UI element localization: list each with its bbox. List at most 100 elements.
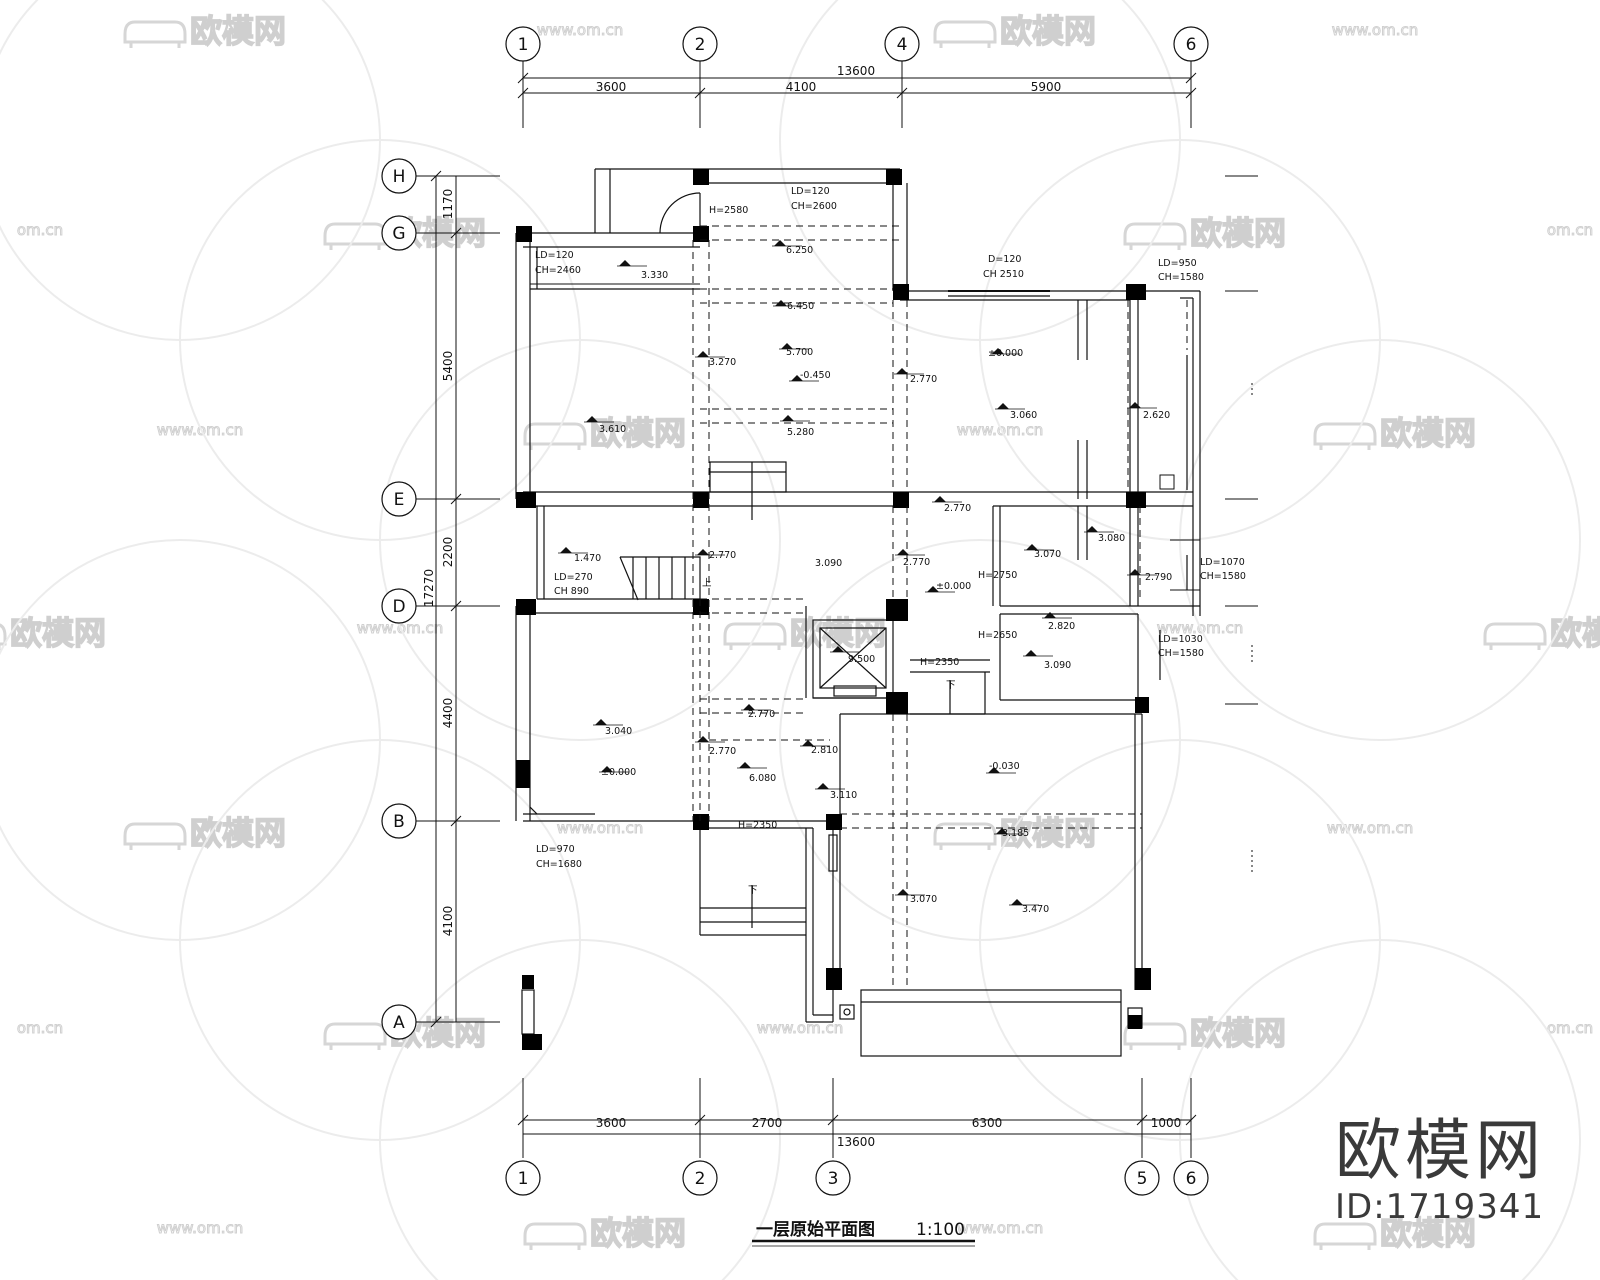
annotation-label: 3.080 bbox=[1098, 533, 1125, 544]
axis-bubble-bottom-6 bbox=[1173, 1160, 1209, 1196]
window-marks bbox=[530, 283, 1200, 591]
dim-top-seg-2: 4100 bbox=[786, 80, 817, 94]
watermark-brand: 欧模网 bbox=[123, 813, 287, 853]
drawing-title-block: 一层原始平面图 1:100 bbox=[752, 1219, 975, 1247]
elevation-triangle bbox=[817, 783, 829, 789]
annotation-label: LD=1030 bbox=[1158, 634, 1203, 645]
axis-label-left-B: B bbox=[393, 812, 405, 832]
annotation-label: CH=2460 bbox=[535, 265, 581, 276]
annotation-label: CH=1580 bbox=[1200, 571, 1246, 582]
annotation-label: CH 2510 bbox=[983, 269, 1024, 280]
annotation-label: -0.450 bbox=[800, 370, 831, 381]
dim-left-seg-3: 2200 bbox=[441, 537, 455, 568]
annotation-label: 3.610 bbox=[599, 424, 626, 435]
annotation-label: 下 bbox=[946, 680, 956, 691]
elevation-triangle bbox=[997, 403, 1009, 409]
annotation-label: 2.770 bbox=[944, 503, 971, 514]
elevation-triangle bbox=[782, 415, 794, 421]
annotation-label: 2.770 bbox=[910, 374, 937, 385]
watermark-url: om.cn bbox=[1547, 1019, 1593, 1037]
annotation-label: 2.770 bbox=[748, 709, 775, 720]
annotation-label: 6.250 bbox=[786, 245, 813, 256]
annotation-label: 3.070 bbox=[1034, 549, 1061, 560]
elevation-triangle bbox=[1026, 544, 1038, 550]
elevation-triangle bbox=[781, 343, 793, 349]
left-dimension-chain bbox=[415, 170, 500, 1028]
dim-left-seg-5: 4100 bbox=[441, 906, 455, 937]
annotation-label: D=120 bbox=[988, 254, 1021, 265]
axis-bubble-top-1 bbox=[505, 26, 541, 62]
annotation-label: 6.450 bbox=[787, 301, 814, 312]
annotation-label: ±0.000 bbox=[988, 348, 1023, 359]
elevation-triangle bbox=[927, 586, 939, 592]
elevation-triangle bbox=[1025, 650, 1037, 656]
annotation-label: H=2580 bbox=[709, 205, 748, 216]
elevation-triangle bbox=[791, 375, 803, 381]
annotation-label: CH=1580 bbox=[1158, 648, 1204, 659]
bottom-dimension-chain bbox=[517, 1078, 1197, 1158]
watermark-arc bbox=[1179, 939, 1581, 1280]
dim-bottom-seg-1: 3600 bbox=[596, 1116, 627, 1130]
axis-bubble-left-D bbox=[381, 588, 417, 624]
annotation-label: LD=120 bbox=[791, 186, 830, 197]
elevation-triangle bbox=[1044, 612, 1056, 618]
annotation-label: 2.790 bbox=[1145, 572, 1172, 583]
elevation-triangle bbox=[1011, 899, 1023, 905]
annotation-label: 3.330 bbox=[641, 270, 668, 281]
elevation-triangle bbox=[832, 646, 844, 652]
elevation-triangle bbox=[601, 766, 613, 772]
axis-label-bottom-3: 3 bbox=[828, 1169, 839, 1189]
elevation-triangle bbox=[586, 416, 598, 422]
annotation-label: CH=1580 bbox=[1158, 272, 1204, 283]
axis-bubble-bottom-3 bbox=[815, 1160, 851, 1196]
watermark-arc bbox=[0, 0, 381, 341]
watermark-brand: 欧模网 bbox=[1123, 1013, 1287, 1053]
brand-name: 欧模网 bbox=[1335, 1112, 1545, 1189]
axis-bubble-left-H bbox=[381, 158, 417, 194]
elevation-triangle bbox=[1129, 402, 1141, 408]
axis-label-top-1: 1 bbox=[518, 35, 529, 55]
axis-bubble-top-4 bbox=[884, 26, 920, 62]
dim-left-total: 17270 bbox=[422, 569, 436, 607]
dim-top-seg-3: 5900 bbox=[1031, 80, 1062, 94]
watermark-url: www.om.cn bbox=[1332, 21, 1419, 39]
watermark-url: www.om.cn bbox=[157, 1219, 244, 1237]
watermark-brand: 欧模网 bbox=[0, 613, 107, 653]
axis-label-bottom-5: 5 bbox=[1137, 1169, 1148, 1189]
annotation-label: 2.810 bbox=[811, 745, 838, 756]
watermark-arc bbox=[379, 339, 781, 741]
watermark-arc bbox=[779, 0, 1181, 341]
annotation-label: LD=120 bbox=[535, 250, 574, 261]
elevation-triangle bbox=[988, 767, 1000, 773]
annotation-label: LD=1070 bbox=[1200, 557, 1245, 568]
dim-top-seg-1: 3600 bbox=[596, 80, 627, 94]
annotation-label: CH 890 bbox=[554, 586, 589, 597]
top-dimension-chain bbox=[517, 60, 1197, 128]
elevation-triangle bbox=[595, 719, 607, 725]
watermark-brand: 欧模网 bbox=[933, 813, 1097, 853]
elevation-triangle bbox=[697, 549, 709, 555]
annotation-label: 3.090 bbox=[1044, 660, 1071, 671]
axis-bubble-left-B bbox=[381, 803, 417, 839]
watermark-url: www.om.cn bbox=[757, 1019, 844, 1037]
annotation-label: LD=950 bbox=[1158, 258, 1197, 269]
annotation-label: 2.820 bbox=[1048, 621, 1075, 632]
axis-label-bottom-6: 6 bbox=[1186, 1169, 1197, 1189]
annotation-label: 2.770 bbox=[709, 746, 736, 757]
annotation-label: 9.500 bbox=[848, 654, 875, 665]
dim-bottom-seg-2: 2700 bbox=[752, 1116, 783, 1130]
watermark-brand: 欧模网 bbox=[523, 1213, 687, 1253]
dim-top-total: 13600 bbox=[837, 64, 875, 78]
elevation-triangle bbox=[774, 240, 786, 246]
axis-bubble-left-E bbox=[381, 481, 417, 517]
annotation-label: CH=1680 bbox=[536, 859, 582, 870]
dim-left-seg-1: 1170 bbox=[441, 189, 455, 220]
watermark-url: www.om.cn bbox=[957, 421, 1044, 439]
watermark-brand: 欧模网 bbox=[1483, 613, 1600, 653]
axis-label-left-D: D bbox=[392, 597, 405, 617]
watermark-arc bbox=[979, 739, 1381, 1141]
svg-text:欧模网: 欧模网 bbox=[1190, 214, 1286, 252]
elevation-triangle bbox=[897, 549, 909, 555]
annotation-label: 3.110 bbox=[830, 790, 857, 801]
